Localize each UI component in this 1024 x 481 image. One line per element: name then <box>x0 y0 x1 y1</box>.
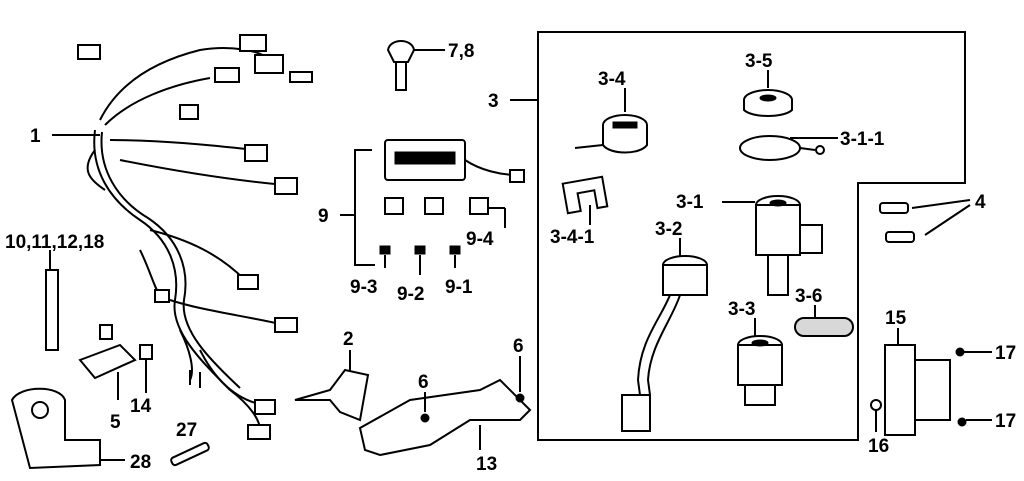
part-3-6 <box>794 317 854 337</box>
label-10-11-12-18: 10,11,12,18 <box>5 232 104 253</box>
bracket-2 <box>294 368 370 422</box>
label-17-bottom: 17 <box>995 411 1016 432</box>
bracket-28 <box>10 387 101 470</box>
part-3-4-1 <box>561 175 609 215</box>
label-9-2: 9-2 <box>397 284 424 305</box>
label-7-8: 7,8 <box>448 41 474 62</box>
bracket-13 <box>358 378 532 457</box>
part-3-5 <box>743 89 793 117</box>
label-3-6: 3-6 <box>795 286 822 307</box>
label-28: 28 <box>130 452 151 473</box>
label-9-3: 9-3 <box>350 277 377 298</box>
wire-harness <box>77 34 313 440</box>
label-13: 13 <box>476 454 497 475</box>
label-3-4: 3-4 <box>598 69 626 90</box>
label-3-3: 3-3 <box>728 299 755 320</box>
label-3-1: 3-1 <box>676 192 704 213</box>
label-3-1-1: 3-1-1 <box>840 129 885 150</box>
cable-tie <box>45 250 59 351</box>
part-3-4 <box>574 114 648 154</box>
label-2: 2 <box>343 329 354 350</box>
label-9-1: 9-1 <box>445 277 473 298</box>
clip-5 <box>78 324 137 380</box>
label-6-left: 6 <box>418 372 429 393</box>
label-27: 27 <box>176 420 197 441</box>
part-3-1 <box>755 195 823 296</box>
grommet-14 <box>139 344 153 360</box>
label-6-right: 6 <box>513 336 524 357</box>
label-14: 14 <box>130 396 152 417</box>
pin-27 <box>170 441 210 467</box>
part-3-1-1 <box>739 135 825 161</box>
bolts-4 <box>879 202 915 243</box>
label-15: 15 <box>885 308 907 329</box>
part-15 <box>870 344 967 436</box>
label-9: 9 <box>318 206 329 227</box>
label-16: 16 <box>868 436 889 457</box>
label-4: 4 <box>975 192 986 213</box>
part-3-3 <box>737 335 783 406</box>
label-9-4: 9-4 <box>466 229 494 250</box>
label-17-top: 17 <box>995 343 1016 364</box>
relay-box <box>379 139 525 255</box>
label-3-5: 3-5 <box>745 51 773 72</box>
label-3-4-1: 3-4-1 <box>550 227 595 248</box>
label-3: 3 <box>488 91 499 112</box>
bracket-9 <box>354 149 375 266</box>
label-5: 5 <box>110 412 121 433</box>
label-1: 1 <box>30 126 41 147</box>
part-3-2 <box>621 255 708 432</box>
ignition-key <box>386 40 445 91</box>
label-3-2: 3-2 <box>655 219 682 240</box>
group-3-border <box>537 31 966 441</box>
